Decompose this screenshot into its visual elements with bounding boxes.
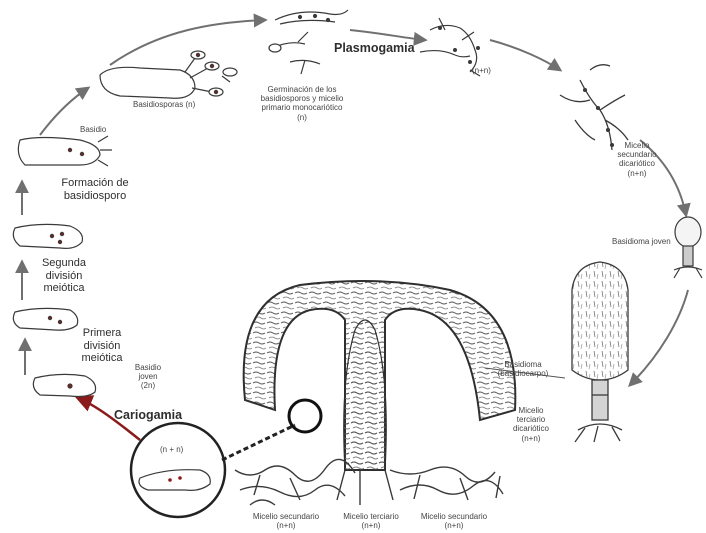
- zoom-link-dotted: [222, 425, 295, 460]
- cycle-arrow-top-left: [110, 20, 265, 65]
- label-cariogamia: Cariogamia: [114, 408, 182, 422]
- young-basidioma-drawing: [674, 217, 702, 278]
- basidium-stage-second-meiosis: [13, 224, 82, 248]
- label-formacion: Formación de basidiosporo: [45, 177, 145, 202]
- label-basidioma-joven: Basidioma joven: [612, 237, 671, 246]
- label-nucleo: (n + n): [160, 445, 183, 454]
- label-basidioma: Basidioma (basidiocarpo): [486, 360, 560, 378]
- label-basidio-joven: Basidio joven (2n): [128, 363, 168, 391]
- cycle-arrow-top-right: [490, 40, 560, 70]
- karyogamy-zoom-circle: [131, 423, 225, 517]
- mature-basidioma-drawing: [572, 262, 628, 442]
- basidium-stage-young: [33, 374, 95, 396]
- label-micelio-secundario: Micelio secundario dicariótico (n+n): [612, 141, 662, 178]
- basidium-stage-formation: [18, 136, 112, 166]
- gill-cross-section: [244, 281, 516, 470]
- label-nn-top: (n+n): [472, 66, 491, 75]
- label-segunda-division: Segunda división meiótica: [34, 257, 94, 295]
- label-basidio: Basidio: [80, 125, 106, 134]
- label-bottom-right: Micelio secundario (n+n): [418, 512, 490, 530]
- label-micelio-terciario: Micelio terciario dicariótico (n+n): [506, 406, 556, 443]
- label-primera-division: Primera división meiótica: [72, 327, 132, 365]
- label-basidiosporas: Basidiosporas (n): [133, 100, 195, 109]
- basidium-stage-first-meiosis: [13, 308, 77, 330]
- secondary-mycelium-drawing: [560, 65, 628, 150]
- cycle-arrow-top: [350, 30, 425, 40]
- label-bottom-left: Micelio secundario (n+n): [250, 512, 322, 530]
- label-plasmogamia: Plasmogamia: [334, 41, 415, 55]
- plasmogamy-hyphae-drawing: [420, 18, 480, 76]
- label-germinacion: Germinación de los basidiosporos y micel…: [250, 85, 354, 122]
- label-bottom-mid: Micelio terciario (n+n): [340, 512, 402, 530]
- cycle-arrow-right-lower: [630, 290, 688, 385]
